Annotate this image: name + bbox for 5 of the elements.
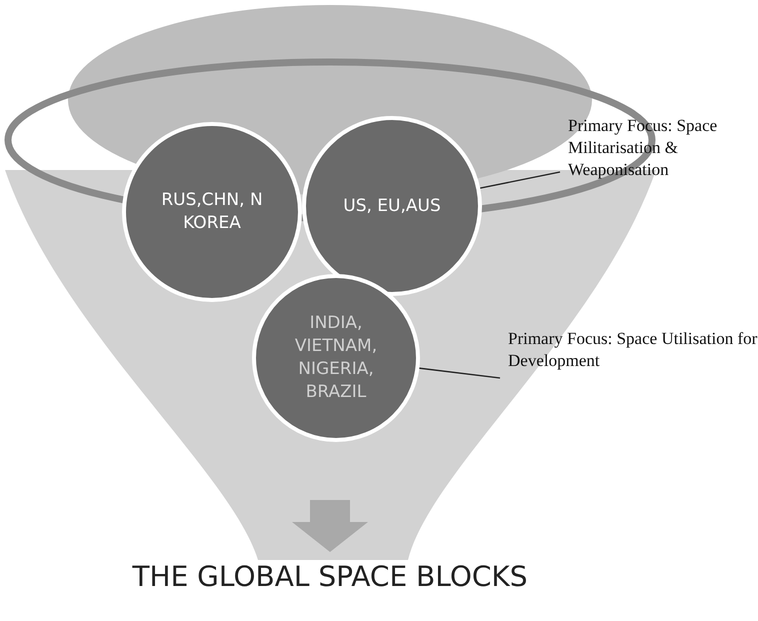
caption: THE GLOBAL SPACE BLOCKS — [131, 560, 529, 593]
leader-line — [417, 367, 500, 379]
annotation-text: Primary Focus: Space Militarisation & Weaponisation — [568, 115, 758, 182]
annotation-text: Primary Focus: Space Utilisation for Development — [508, 328, 758, 372]
leader-line — [478, 171, 560, 190]
